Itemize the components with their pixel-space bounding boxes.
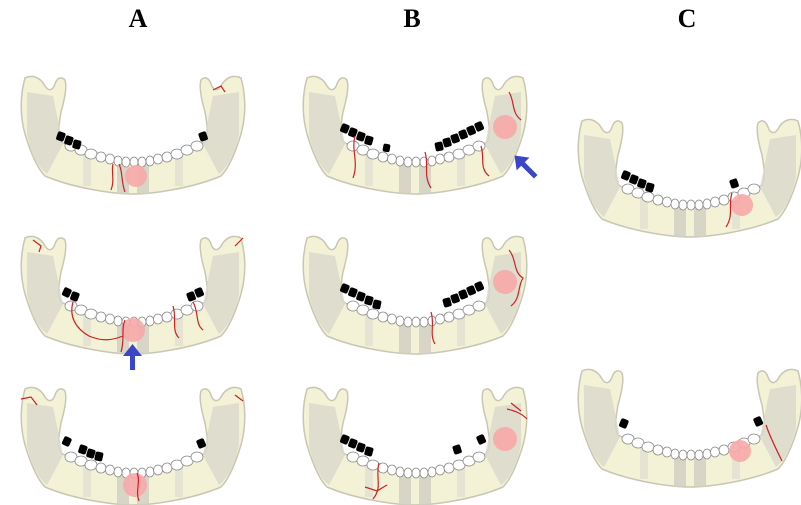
black-teeth bbox=[618, 416, 763, 429]
panel-c2 bbox=[578, 369, 801, 487]
panel-a2 bbox=[21, 236, 245, 370]
panel-a1 bbox=[21, 76, 245, 194]
panel-c1 bbox=[578, 119, 801, 237]
panel-b2 bbox=[303, 236, 527, 354]
lesion bbox=[125, 165, 147, 187]
black-teeth bbox=[61, 287, 204, 302]
panel-a3 bbox=[21, 387, 245, 505]
lesion bbox=[493, 270, 517, 294]
lesion bbox=[731, 194, 753, 216]
panel-b3 bbox=[303, 387, 527, 505]
lesion bbox=[729, 440, 751, 462]
panel-b1 bbox=[303, 76, 542, 194]
lesion bbox=[493, 427, 517, 451]
lesion bbox=[123, 473, 147, 497]
lesion bbox=[493, 115, 517, 139]
black-teeth bbox=[339, 434, 486, 457]
